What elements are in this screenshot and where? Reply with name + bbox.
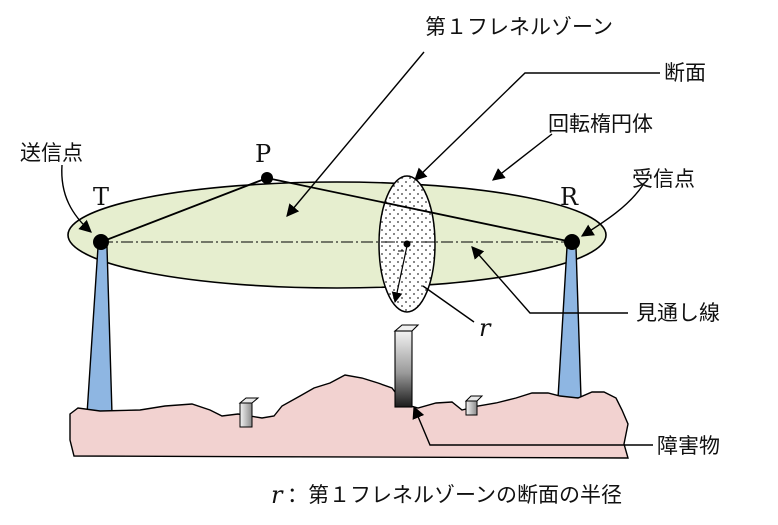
label-point-r: R <box>560 183 579 211</box>
radius-arrow <box>391 245 408 304</box>
cross-section-center-dot <box>403 240 411 248</box>
leader-ellipsoid <box>492 133 553 181</box>
ellipsoid-shape <box>67 181 607 289</box>
receive-point-dot <box>564 234 580 250</box>
small-building-left <box>239 402 253 428</box>
transmit-point-dot <box>93 234 109 250</box>
label-point-p: P <box>255 140 271 168</box>
obstacle-pole-top <box>393 324 420 332</box>
label-point-t: T <box>93 183 109 211</box>
label-cross-section: 断面 <box>664 61 706 85</box>
small-building-right <box>465 400 478 416</box>
label-radius-r: r <box>479 314 492 342</box>
label-receive-point: 受信点 <box>632 167 695 191</box>
small-building-left-top <box>238 397 260 404</box>
leader-fresnel <box>286 51 425 217</box>
label-ellipsoid: 回転楕円体 <box>548 112 653 136</box>
obstacle-pole <box>394 330 413 408</box>
leader-cross-section <box>414 72 660 181</box>
receive-tower <box>557 246 582 399</box>
leader-obstacle <box>412 405 653 446</box>
leader-transmit <box>61 164 92 233</box>
label-line-of-sight: 見通し線 <box>636 301 720 325</box>
small-building-right-top <box>464 395 484 402</box>
point-p-dot <box>261 172 273 184</box>
label-fresnel-zone: 第１フレネルゾーン <box>425 15 613 39</box>
caption-symbol: r <box>271 481 284 509</box>
leader-line-of-sight <box>471 246 628 314</box>
leader-radius <box>422 285 475 323</box>
label-obstacle: 障害物 <box>657 434 720 458</box>
leader-receive <box>580 184 644 237</box>
transmit-tower <box>86 246 113 415</box>
label-transmit-point: 送信点 <box>20 141 83 165</box>
caption-text: ：第１フレネルゾーンの断面の半径 <box>287 483 622 507</box>
